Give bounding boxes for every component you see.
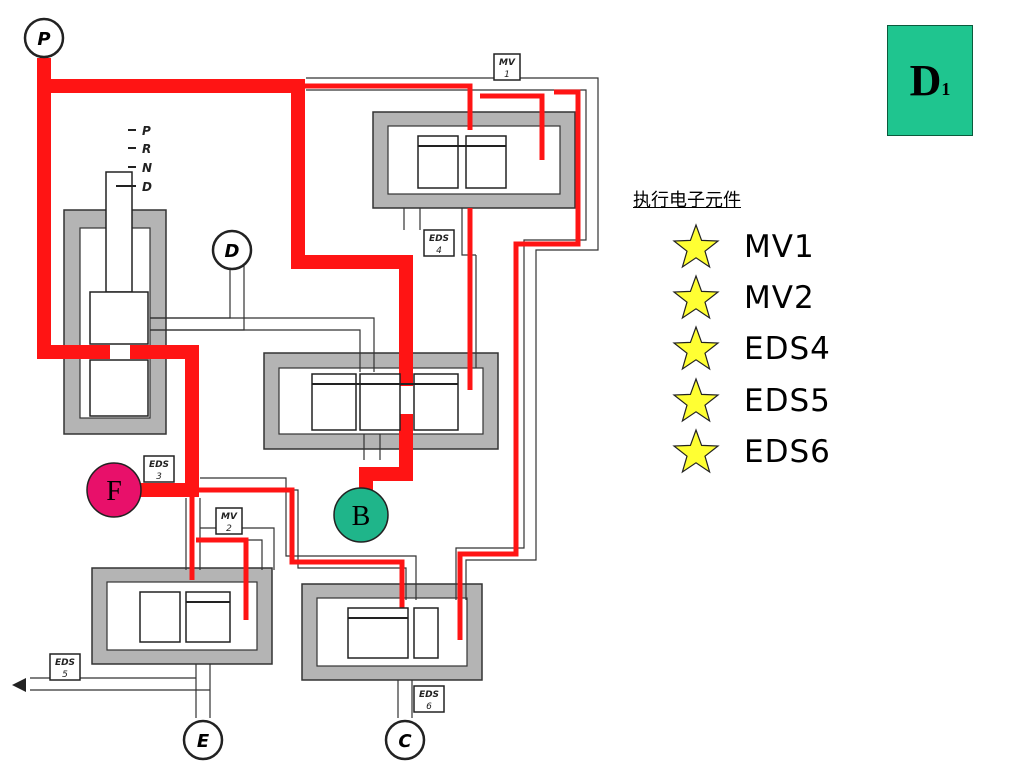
solenoid-eds3: EDS 3 <box>143 455 175 483</box>
exhaust-arrow-icon <box>12 678 26 692</box>
port-f: F <box>86 462 142 518</box>
solenoid-eds6: EDS 6 <box>413 685 445 713</box>
star-icon <box>672 223 720 269</box>
star-icon <box>672 377 720 423</box>
legend-item-mv2: MV2 <box>672 274 815 321</box>
solenoid-eds6-name: EDS <box>419 690 439 700</box>
selector-label-d: D <box>142 180 152 194</box>
solenoid-eds4: EDS 4 <box>423 229 455 257</box>
port-f-label: F <box>106 476 122 507</box>
port-c-label: C <box>398 731 412 752</box>
white-channels <box>30 77 599 718</box>
solenoid-mv1-num: 1 <box>504 70 510 80</box>
star-icon <box>672 325 720 371</box>
selector-scale: P R N D <box>116 124 152 194</box>
gear-number: 1 <box>941 79 951 99</box>
port-d-label: D <box>225 241 240 262</box>
solenoid-eds5-num: 5 <box>62 670 68 680</box>
port-b: B <box>333 487 389 543</box>
port-e: E <box>182 719 224 761</box>
star-icon <box>672 274 720 320</box>
solenoid-mv2-num: 2 <box>226 524 232 534</box>
spools <box>89 135 507 659</box>
selector-label-r: R <box>142 142 151 156</box>
solenoid-eds5-name: EDS <box>55 658 75 668</box>
port-e-label: E <box>197 731 210 752</box>
solenoid-mv2-name: MV <box>221 512 238 522</box>
legend-label: EDS4 <box>744 331 831 367</box>
legend-item-mv1: MV1 <box>672 223 815 270</box>
legend-title: 执行电子元件 <box>633 190 741 211</box>
solenoid-eds5: EDS 5 <box>49 653 81 681</box>
legend-item-eds6: EDS6 <box>672 428 831 475</box>
port-b-label: B <box>352 501 371 532</box>
legend-label: EDS5 <box>744 383 831 419</box>
selector-label-p: P <box>142 124 151 138</box>
port-p-label: P <box>37 29 50 50</box>
solenoid-eds6-num: 6 <box>426 702 432 712</box>
port-c: C <box>384 719 426 761</box>
legend-item-eds4: EDS4 <box>672 325 831 372</box>
port-p: P <box>23 17 65 59</box>
gear-letter: D <box>909 56 942 105</box>
solenoid-mv1: MV 1 <box>493 53 521 81</box>
solenoid-eds3-num: 3 <box>156 472 162 482</box>
pressure-lines <box>37 58 581 640</box>
solenoid-eds4-num: 4 <box>436 246 442 256</box>
legend-item-eds5: EDS5 <box>672 377 831 424</box>
legend-label: MV1 <box>744 229 815 265</box>
solenoid-eds4-name: EDS <box>429 234 449 244</box>
star-icon <box>672 428 720 474</box>
legend-label: EDS6 <box>744 434 831 470</box>
selector-label-n: N <box>142 161 152 175</box>
solenoid-mv1-name: MV <box>499 58 516 68</box>
legend-label: MV2 <box>744 280 815 316</box>
solenoid-mv2: MV 2 <box>215 507 243 535</box>
port-d: D <box>211 229 253 271</box>
solenoid-eds3-name: EDS <box>149 460 169 470</box>
